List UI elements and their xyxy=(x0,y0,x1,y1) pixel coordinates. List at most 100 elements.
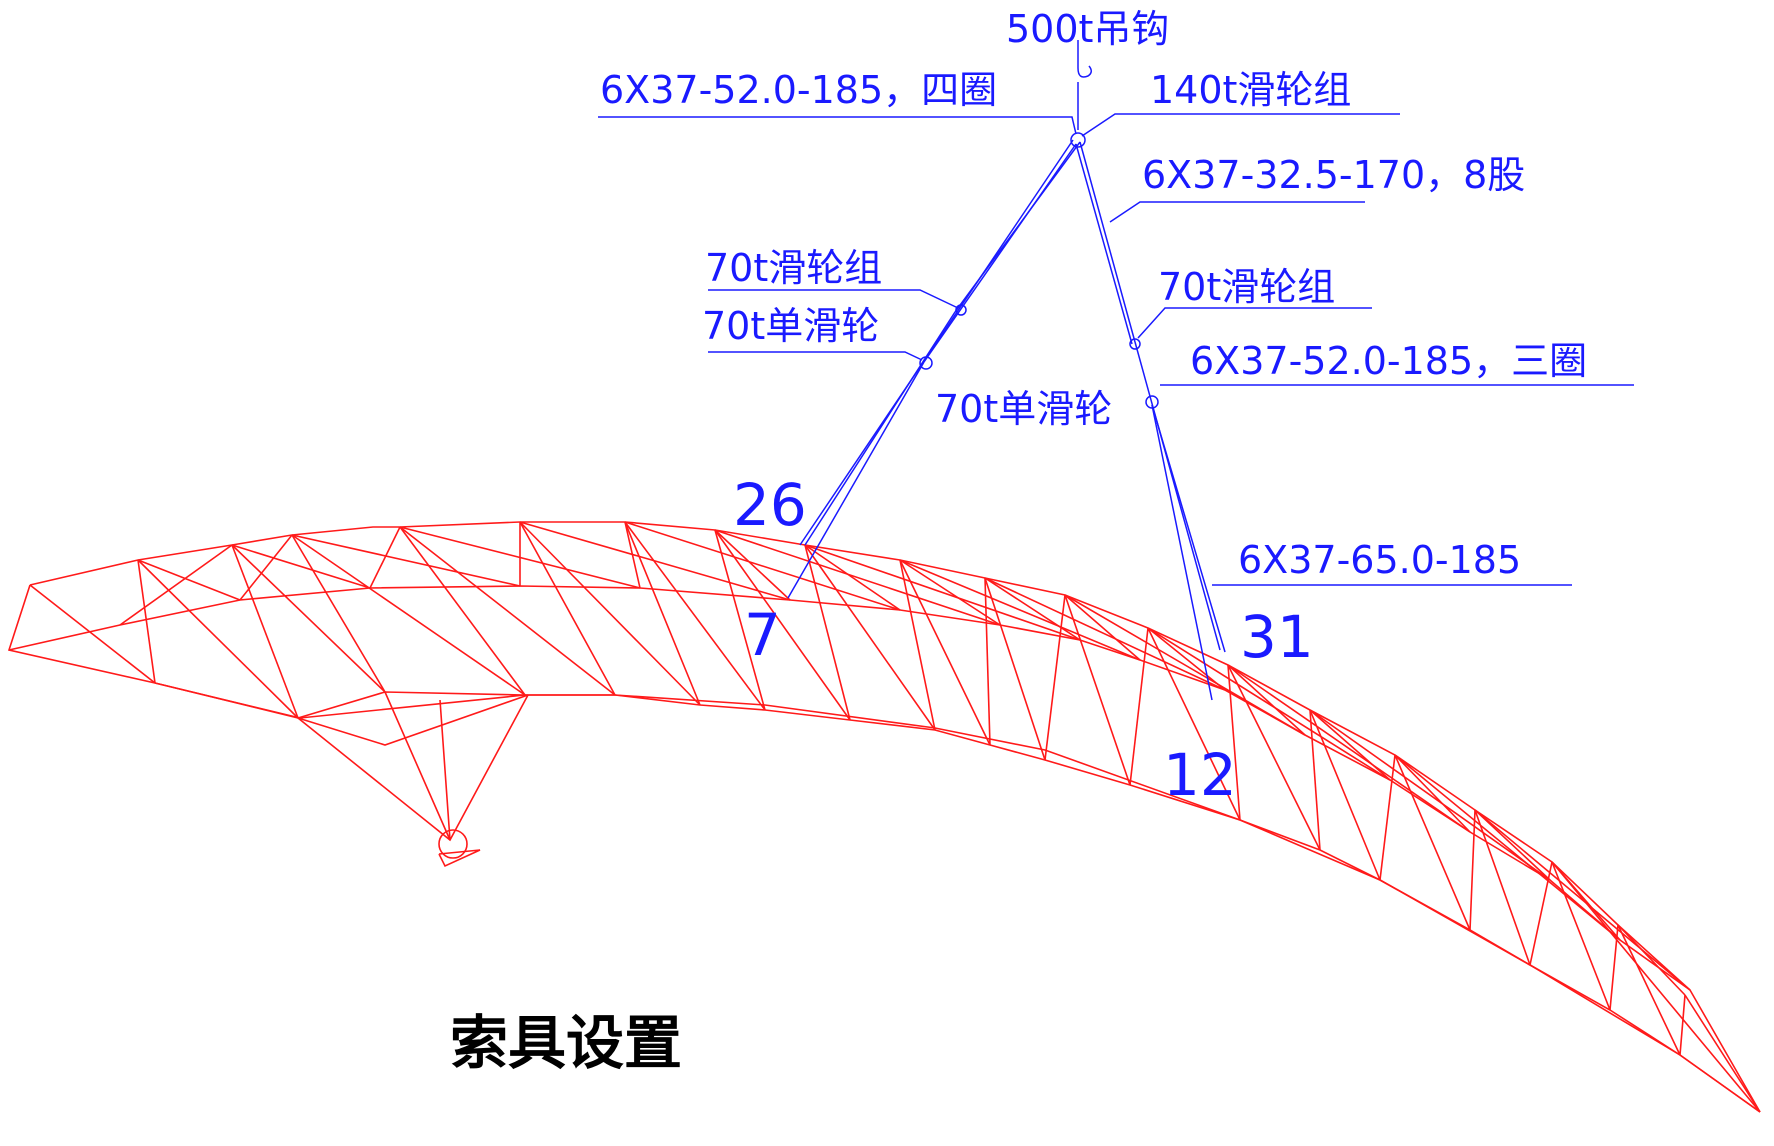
truss-web-cross xyxy=(119,544,233,626)
main-block-label: 140t滑轮组 xyxy=(1150,68,1351,112)
truss-web-cross xyxy=(899,559,1001,626)
leader-right-block xyxy=(1137,307,1372,339)
point-7-label: 7 xyxy=(744,601,781,669)
left-sheave-label: 70t单滑轮 xyxy=(702,304,879,348)
right-block-label: 70t滑轮组 xyxy=(1158,265,1335,309)
truss-web-diagonal xyxy=(1129,627,1149,786)
truss-web-cross xyxy=(1551,861,1761,1113)
point-31-label: 31 xyxy=(1240,603,1314,671)
truss-web-cross xyxy=(1474,809,1691,991)
truss-web-diagonal xyxy=(137,559,156,684)
truss-web-cross xyxy=(1309,709,1551,881)
right-block-icon xyxy=(1129,338,1141,350)
truss-web-cross xyxy=(519,521,791,601)
truss-web-diagonal xyxy=(899,559,936,731)
truss-web-diagonal xyxy=(804,544,851,721)
lower-sling-label: 6X37-65.0-185 xyxy=(1238,538,1521,582)
right-rope-c xyxy=(1134,341,1221,651)
truss-web-diagonal xyxy=(899,559,991,746)
truss-web-cross xyxy=(1147,627,1226,691)
right-rope-e xyxy=(1151,404,1213,701)
truss-web-diagonal xyxy=(1227,664,1321,851)
leader-left-block xyxy=(708,289,959,309)
truss-web-diagonal xyxy=(1309,709,1381,881)
truss-web-diagonal xyxy=(29,584,156,684)
truss-web-diagonal xyxy=(291,534,526,696)
truss-top-chord xyxy=(29,521,1686,996)
rigging xyxy=(787,40,1226,701)
left-block-label: 70t滑轮组 xyxy=(705,246,882,290)
truss-web-diagonal xyxy=(399,526,526,696)
truss-left-support-tie xyxy=(154,682,529,746)
truss-web-cross xyxy=(1617,924,1691,991)
point-12-label: 12 xyxy=(1163,741,1237,809)
right-rope-d xyxy=(1151,404,1226,653)
truss-web-cross xyxy=(984,577,1081,641)
truss-web-diagonal xyxy=(624,521,766,711)
truss-web-cross xyxy=(1064,594,1141,661)
truss-web-diagonal xyxy=(1147,627,1241,821)
truss-left-support xyxy=(297,694,529,842)
truss-web-cross xyxy=(1309,709,1391,781)
truss-web-diagonal xyxy=(291,534,386,693)
truss-web-diagonal xyxy=(1474,809,1531,966)
left-rope-d xyxy=(804,311,956,546)
right-sheave-icon xyxy=(1145,395,1159,409)
truss-web-cross xyxy=(624,521,641,589)
left-rope-e xyxy=(787,361,925,599)
right-sling-label: 6X37-52.0-185，三圈 xyxy=(1190,339,1587,383)
main-block-icon xyxy=(1070,132,1086,148)
diagram-title: 索具设置 xyxy=(450,1009,682,1077)
leader-lines xyxy=(598,113,1634,586)
hook-icon xyxy=(1077,40,1092,78)
truss-web-cross xyxy=(624,521,901,611)
truss-web-diagonal xyxy=(1551,861,1611,1011)
truss-web-diagonal xyxy=(231,544,299,719)
point-26-label: 26 xyxy=(733,471,807,539)
truss-web-cross xyxy=(137,559,241,601)
truss-web-cross xyxy=(239,534,293,601)
truss-web-cross xyxy=(369,526,401,589)
left-sheave-icon xyxy=(919,356,933,370)
truss-web-cross xyxy=(1064,594,1306,736)
truss-web-cross xyxy=(984,577,1226,691)
truss-web-diagonal xyxy=(399,526,616,696)
truss-web-cross xyxy=(231,544,371,589)
truss-web-cross xyxy=(1227,664,1306,736)
truss-web-diagonal xyxy=(624,521,701,706)
truss-web-diagonal xyxy=(984,577,1046,761)
left-block-icon xyxy=(955,304,967,316)
right-rope-label: 6X37-32.5-170，8股 xyxy=(1142,153,1525,197)
truss-middle-chord xyxy=(8,585,1761,1113)
right-sheave-label: 70t单滑轮 xyxy=(935,387,1112,431)
truss-web-diagonal xyxy=(1684,994,1761,1113)
truss-web-diagonal xyxy=(1469,809,1476,931)
right-rope-b xyxy=(1075,143,1133,345)
left-rope-a xyxy=(799,139,1074,546)
truss-web-cross xyxy=(714,529,791,601)
truss-web-cross xyxy=(1394,754,1621,941)
truss-left-support-inner xyxy=(384,691,451,841)
truss-webs xyxy=(29,521,1761,1113)
truss-web-diagonal xyxy=(1617,924,1681,1056)
truss-web-cross xyxy=(1147,627,1391,781)
truss-web-cross xyxy=(899,559,1141,661)
truss-web-cross xyxy=(1474,809,1551,881)
right-rope-a xyxy=(1079,141,1136,343)
truss-web-diagonal xyxy=(1064,594,1131,786)
truss-web-diagonal xyxy=(231,544,386,693)
left-rope-c xyxy=(923,143,1077,363)
truss-web-diagonal xyxy=(1044,594,1066,761)
leader-main-block xyxy=(1081,113,1400,137)
truss-web-cross xyxy=(804,544,901,611)
truss-web-diagonal xyxy=(1394,754,1471,931)
main-sling-label: 6X37-52.0-185，四圈 xyxy=(600,68,997,112)
truss-web-diagonal xyxy=(1379,754,1396,881)
truss-web-diagonal xyxy=(984,577,991,746)
truss-web-cross xyxy=(804,544,1081,641)
truss-web-cross xyxy=(1227,664,1471,833)
truss-web-diagonal xyxy=(1529,861,1553,966)
truss-web-cross xyxy=(1394,754,1471,833)
truss-web-cross xyxy=(714,529,1001,626)
